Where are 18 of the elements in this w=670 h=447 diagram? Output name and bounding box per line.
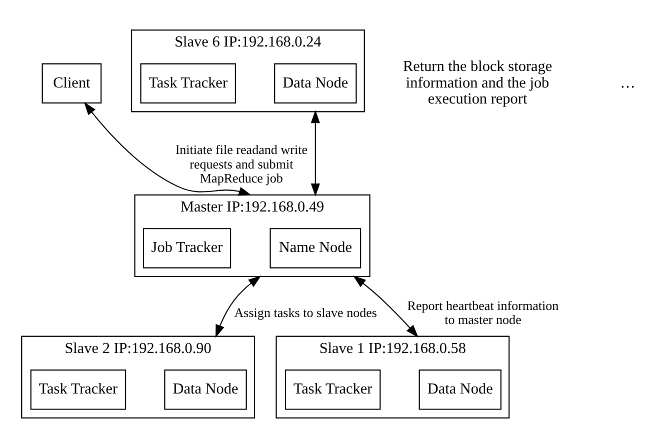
node-box: Data Node bbox=[418, 369, 502, 410]
arrow bbox=[215, 275, 262, 338]
arrow bbox=[84, 101, 252, 196]
node-box: Task Tracker bbox=[284, 369, 381, 410]
node-box: Name Node bbox=[270, 228, 362, 268]
node-box: Task Tracker bbox=[140, 62, 236, 103]
arrow bbox=[310, 110, 320, 196]
edge-label: Assign tasks to slave nodes bbox=[234, 304, 378, 320]
node-box: Task Tracker bbox=[30, 369, 126, 410]
edge-label: Initiate file readand write requests and submit MapReduce job bbox=[175, 142, 308, 185]
label: Return the block storage information and the job execution report bbox=[402, 58, 552, 108]
edge-label: Report heartbeat information to master node bbox=[407, 297, 559, 326]
node-box: Data Node bbox=[274, 62, 357, 103]
node-box: Client bbox=[42, 62, 102, 103]
node-box: Job Tracker bbox=[142, 228, 232, 268]
label: … bbox=[620, 74, 636, 91]
node-box: Data Node bbox=[164, 369, 247, 410]
arrow bbox=[352, 274, 419, 338]
